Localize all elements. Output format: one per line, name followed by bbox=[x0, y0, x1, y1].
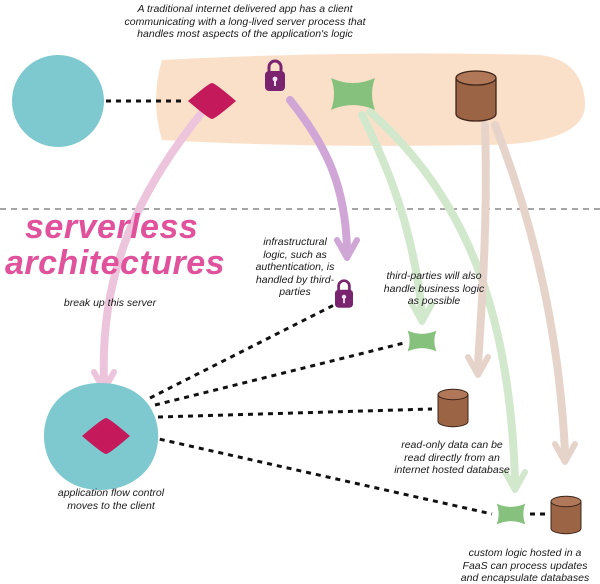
link-to-faas bbox=[149, 435, 493, 516]
hosted-database-icon bbox=[437, 388, 469, 428]
break-up-caption: break up this server bbox=[63, 297, 157, 309]
custom-logic-caption: custom logic hosted in a FaaS can proces… bbox=[460, 547, 590, 584]
read-only-caption: read-only data can be read directly from… bbox=[394, 439, 510, 476]
third-parties-caption: third-parties will also handle business … bbox=[383, 270, 485, 307]
business-logic-arrow bbox=[358, 111, 426, 316]
app-flow-caption: application flow control moves to the cl… bbox=[57, 487, 165, 512]
traditional-app-caption: A traditional internet delivered app has… bbox=[124, 3, 366, 40]
auth-arrow bbox=[286, 96, 351, 252]
faas-arrow bbox=[366, 108, 519, 484]
flow-control-arrow bbox=[99, 111, 204, 384]
title-serverless: serverless bbox=[25, 208, 199, 246]
title-architectures: architectures bbox=[5, 244, 226, 282]
faas-function-icon bbox=[496, 503, 526, 525]
flow-arrows bbox=[91, 96, 578, 493]
read-only-db-arrow bbox=[474, 121, 490, 369]
client-connections bbox=[149, 303, 546, 516]
link-to-auth bbox=[149, 303, 335, 400]
faas-db-arrow bbox=[491, 121, 569, 456]
link-to-business-logic bbox=[154, 341, 405, 407]
link-to-read-db bbox=[157, 407, 433, 419]
client-circle-icon bbox=[12, 55, 104, 147]
infrastructural-caption: infrastructural logic, such as authentic… bbox=[255, 236, 335, 298]
third-party-business-logic-icon bbox=[407, 330, 437, 352]
database-cylinder-icon bbox=[455, 70, 497, 122]
faas-database-icon bbox=[550, 495, 582, 535]
